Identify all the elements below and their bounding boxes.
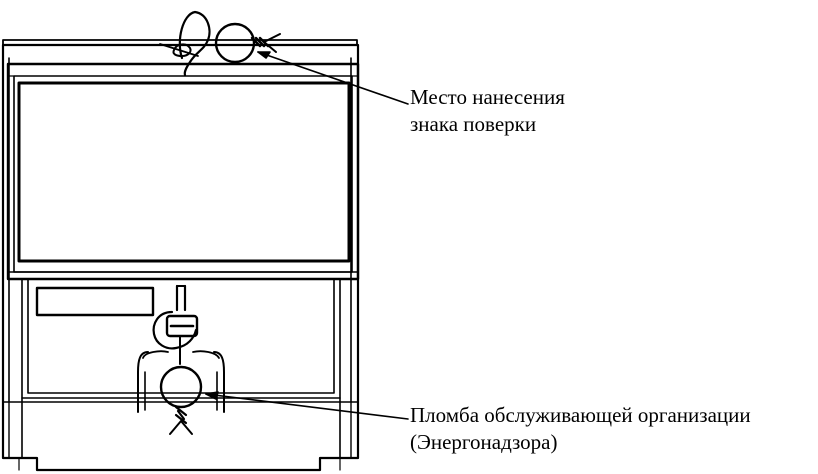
leader-verification-mark bbox=[257, 51, 409, 105]
verification-seal bbox=[159, 10, 281, 77]
nameplate bbox=[35, 286, 155, 317]
arrowhead-bottom bbox=[205, 391, 219, 400]
leader-service-seal bbox=[205, 393, 409, 420]
service-seal-label-line1: Пломба обслуживающей организации bbox=[410, 403, 751, 427]
meter-window bbox=[6, 62, 360, 281]
arrowhead-top bbox=[257, 51, 271, 59]
service-seal bbox=[137, 284, 225, 435]
service-seal-label-line2: (Энергонадзора) bbox=[410, 430, 558, 454]
verification-mark-label: Место нанесения знака поверки bbox=[410, 84, 565, 138]
verification-mark-label-line1: Место нанесения bbox=[410, 85, 565, 109]
leader-lines bbox=[205, 51, 409, 420]
verification-mark-label-line2: знака поверки bbox=[410, 112, 537, 136]
service-seal-label: Пломба обслуживающей организации (Энерго… bbox=[410, 402, 751, 456]
terminal-cover bbox=[21, 278, 341, 459]
